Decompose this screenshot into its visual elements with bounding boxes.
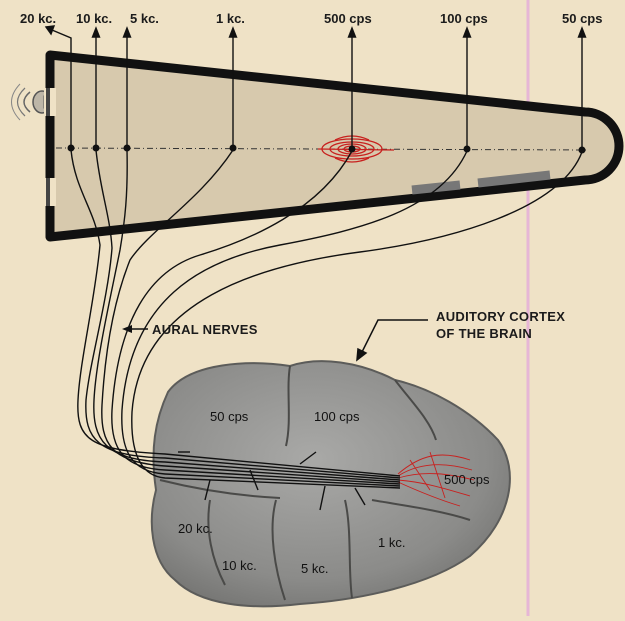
auditory-cortex-pointer — [357, 320, 428, 360]
aural-nerves-pointer — [122, 325, 148, 333]
aural-nerves-label: AURAL NERVES — [152, 322, 258, 337]
freq-label-10kc: 10 kc. — [76, 11, 112, 26]
cortex-region-100cps: 100 cps — [314, 409, 360, 424]
freq-label-1kc: 1 kc. — [216, 11, 245, 26]
cochlea-outline — [50, 55, 619, 237]
freq-label-50cps: 50 cps — [562, 11, 602, 26]
cortex-region-10kc: 10 kc. — [222, 558, 257, 573]
freq-label-5kc: 5 kc. — [130, 11, 159, 26]
cortex-region-50cps: 50 cps — [210, 409, 249, 424]
cortex-region-500cps: 500 cps — [444, 472, 490, 487]
freq-label-20kc: 20 kc. — [20, 11, 56, 26]
freq-label-500cps: 500 cps — [324, 11, 372, 26]
cortex-region-20kc: 20 kc. — [178, 521, 213, 536]
freq-label-100cps: 100 cps — [440, 11, 488, 26]
cortex-region-5kc: 5 kc. — [301, 561, 328, 576]
cortex-region-1kc: 1 kc. — [378, 535, 405, 550]
auditory-cortex-label-line1: AUDITORY CORTEX — [436, 309, 565, 324]
auditory-cortex-label-line2: OF THE BRAIN — [436, 326, 532, 341]
